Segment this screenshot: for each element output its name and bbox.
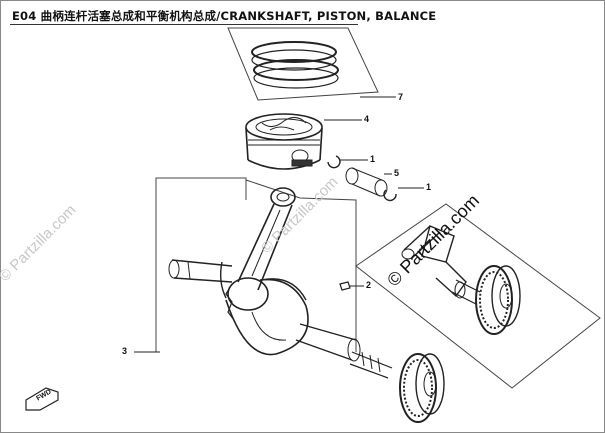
title-underline: [10, 24, 358, 25]
connecting-rod: [227, 187, 296, 311]
callout-3: 3: [122, 346, 128, 356]
piston-ring-box: [227, 27, 396, 101]
balance-shaft-box: [355, 203, 601, 389]
pin-clip-upper: [327, 155, 341, 169]
piston-pin: [345, 167, 388, 197]
crankshaft: [168, 259, 393, 379]
fwd-arrow: [25, 387, 59, 411]
piston-rings: [251, 41, 339, 89]
pin-clip-lower: [383, 189, 397, 202]
callout-1-lower: 1: [426, 182, 432, 192]
diagram-title: E04 曲柄连杆活塞总成和平衡机构总成/CRANKSHAFT, PISTON, …: [12, 9, 437, 23]
crank-box-left: [155, 177, 247, 352]
callout-5: 5: [394, 168, 400, 178]
callout-4: 4: [364, 114, 370, 124]
callout-2: 2: [366, 280, 372, 290]
crank-box-right: [245, 179, 357, 352]
piston: [245, 113, 362, 170]
callout-7: 7: [398, 92, 404, 102]
piston-pin-assembly: [327, 155, 424, 202]
balance-gear: [475, 265, 521, 335]
callout-1-upper: 1: [370, 154, 376, 164]
woodruff-key: [339, 281, 364, 291]
crank-gear: [399, 353, 445, 423]
